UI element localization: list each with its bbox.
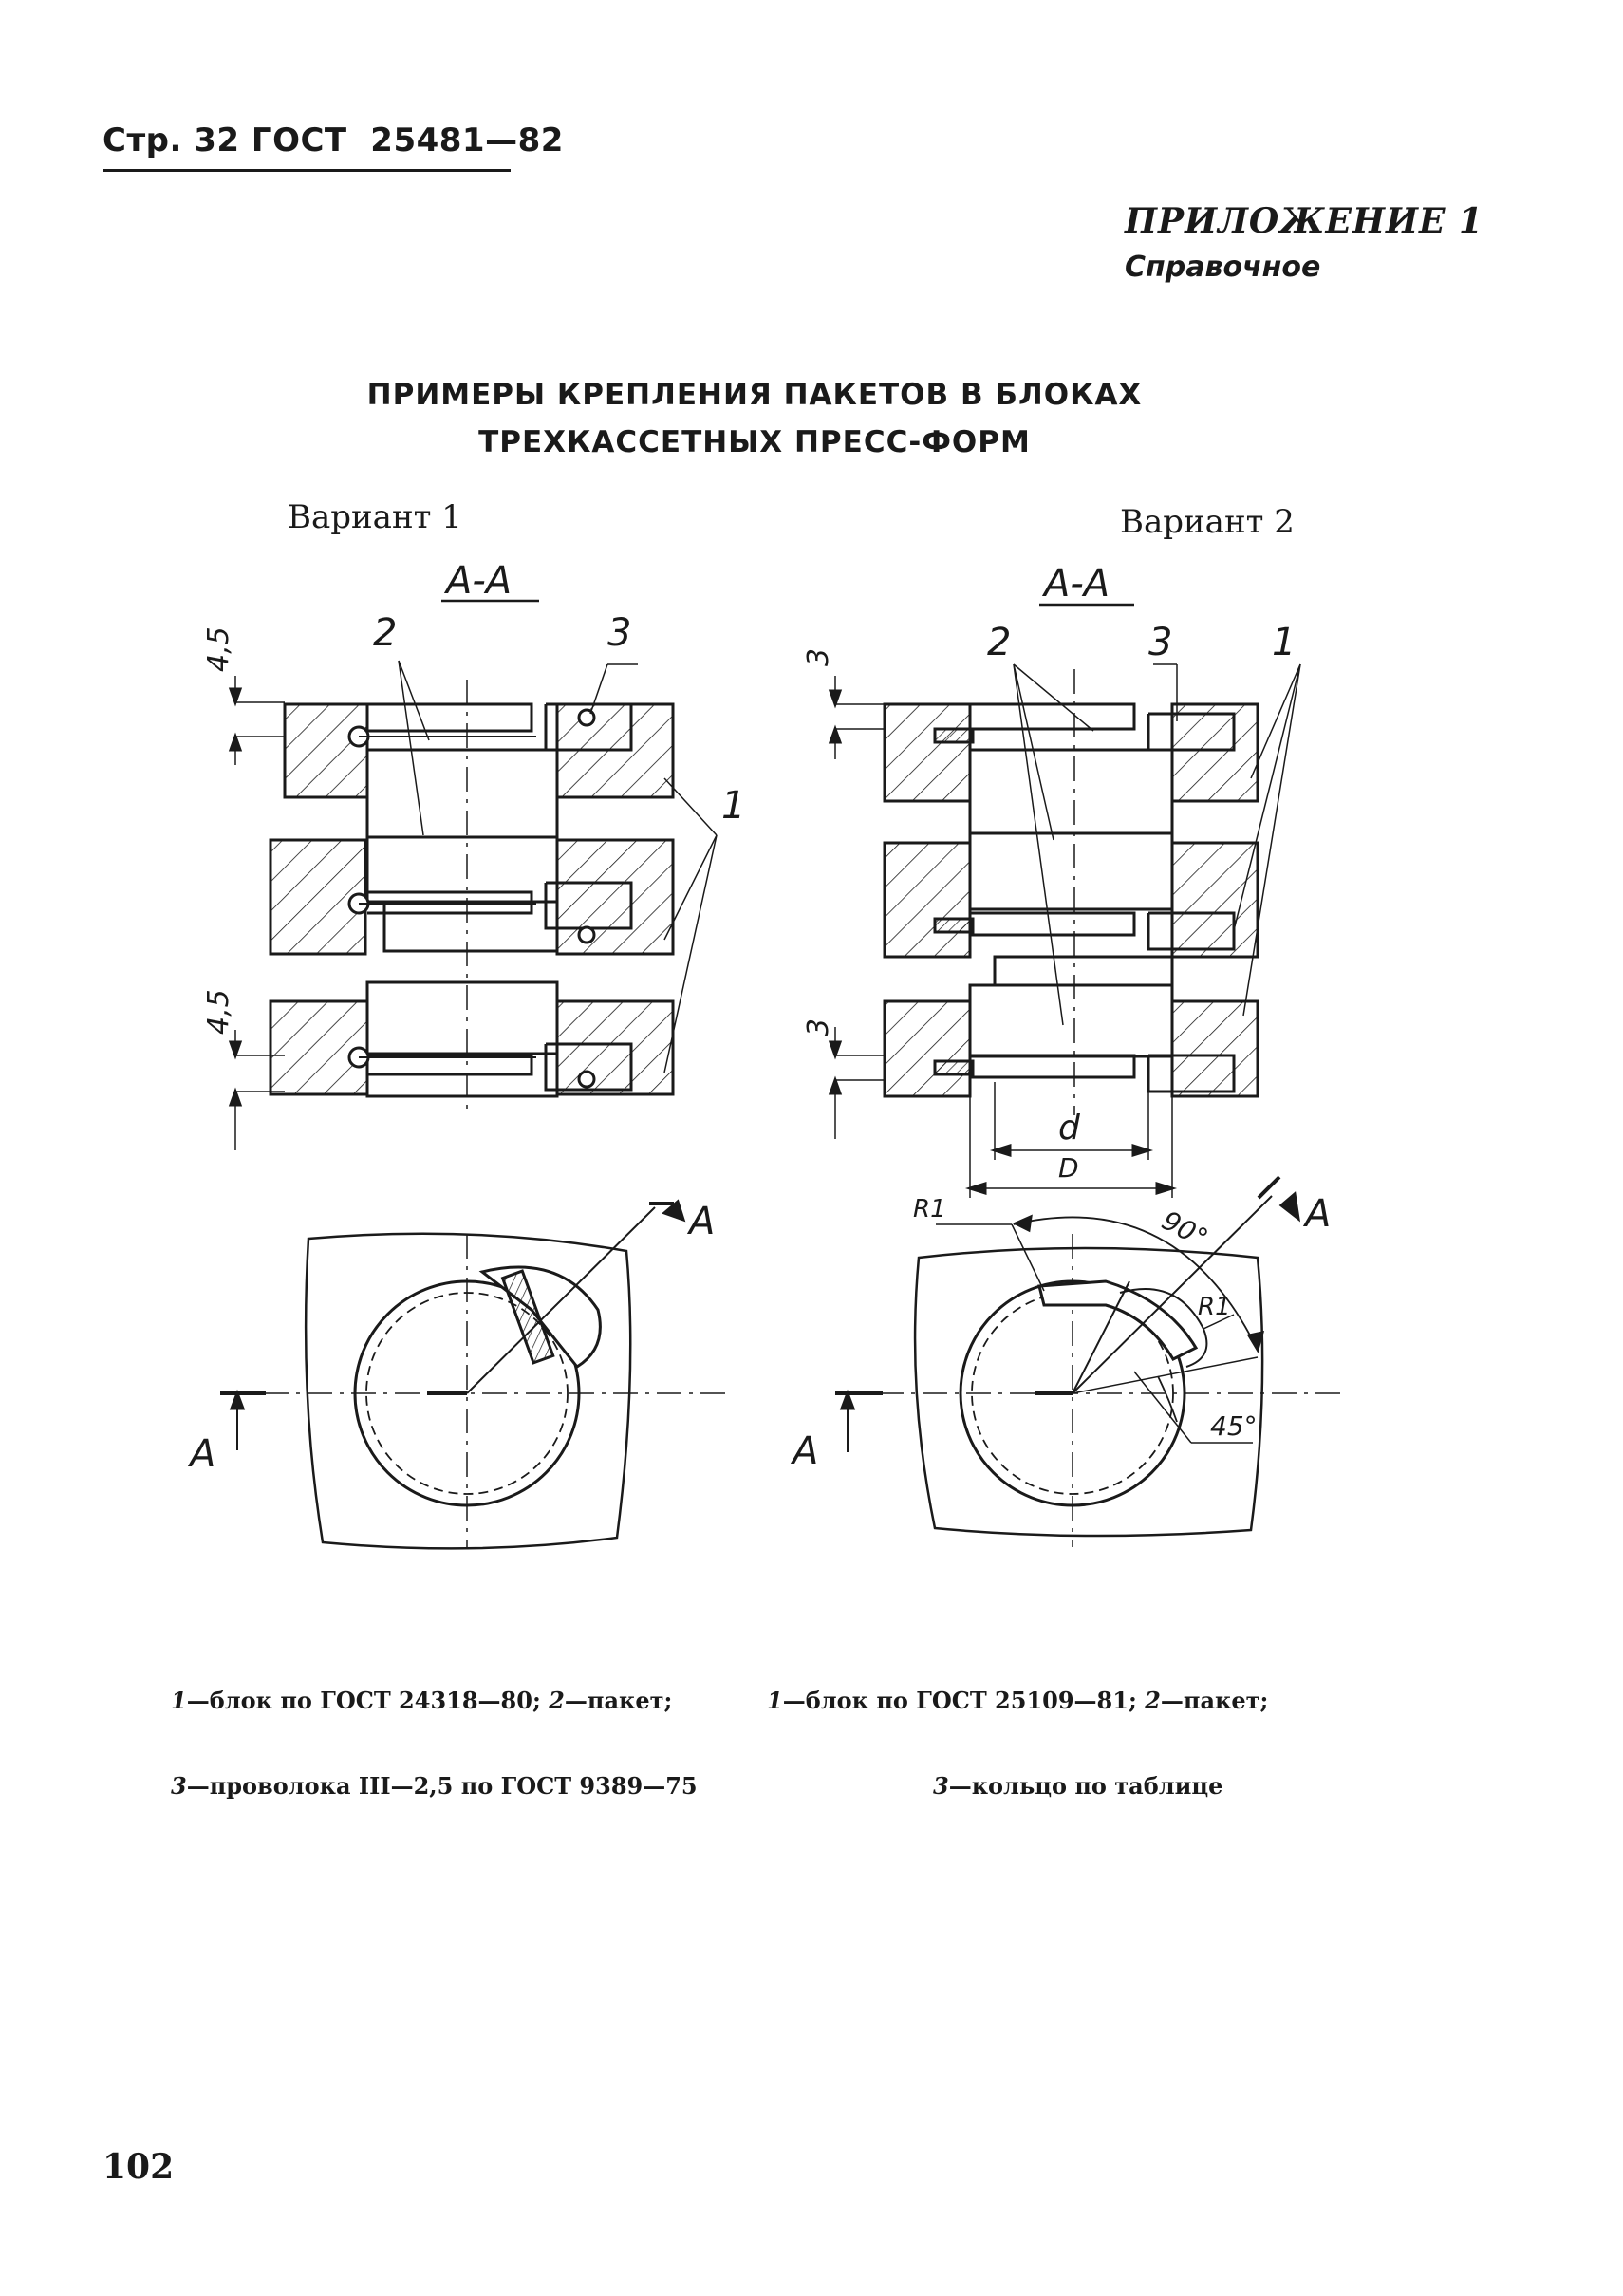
variant1-plan-view — [220, 1199, 731, 1550]
variant2-caption: 1—блок по ГОСТ 25109—81; 2—пакет; 3—коль… — [767, 1630, 1268, 1829]
variant1-callout-1: 1 — [721, 784, 745, 828]
variant2-dim-90: 90° — [1157, 1204, 1213, 1254]
variant2-label: Вариант 2 — [1120, 503, 1295, 541]
variant1-label: Вариант 1 — [288, 498, 462, 536]
appendix-title: ПРИЛОЖЕНИЕ 1 — [1125, 201, 1484, 241]
variant1-caption: 1—блок по ГОСТ 24318—80; 2—пакет; 3—пров… — [171, 1630, 698, 1829]
variant2-caption-line1: 1—блок по ГОСТ 25109—81; 2—пакет; — [767, 1687, 1269, 1714]
variant2-dim-r1-left: R1 — [913, 1195, 946, 1223]
variant2-cut-mark-left: А — [790, 1429, 818, 1473]
variant1-cut-mark-left: А — [187, 1432, 215, 1476]
variant2-callout-1: 1 — [1272, 621, 1296, 664]
variant1-section-view — [228, 599, 718, 1150]
variant2-cut-mark-right: А — [1302, 1192, 1331, 1236]
variant2-caption-line2: 3—кольцо по таблице — [933, 1772, 1223, 1800]
variant2-dim-bottom: 3 — [802, 1018, 835, 1036]
document-title-line2: ТРЕХКАССЕТНЫХ ПРЕСС-ФОРМ — [478, 425, 1031, 459]
variant1-dim-top: 4,5 — [202, 626, 235, 672]
variant1-dim-bottom: 4,5 — [202, 989, 235, 1035]
variant2-dim-r1-right: R1 — [1198, 1293, 1231, 1321]
header-rule — [103, 169, 511, 172]
variant1-callout-2: 2 — [373, 611, 397, 655]
page-number: 102 — [103, 2147, 175, 2187]
appendix-note: Справочное — [1125, 251, 1321, 284]
variant1-cut-mark-right: А — [686, 1200, 715, 1243]
variant1-caption-line1: 1—блок по ГОСТ 24318—80; 2—пакет; — [171, 1687, 673, 1714]
variant2-callout-2: 2 — [987, 621, 1011, 664]
variant2-dim-top: 3 — [802, 648, 835, 666]
variant2-plan-view — [835, 1175, 1348, 1547]
document-title-line1: ПРИМЕРЫ КРЕПЛЕНИЯ ПАКЕТОВ В БЛОКАХ — [366, 378, 1143, 412]
variant2-dim-D: D — [1058, 1152, 1079, 1184]
variant1-section-label: А-А — [443, 559, 512, 603]
variant2-section-view — [828, 603, 1301, 1198]
variant2-section-label: А-А — [1041, 562, 1110, 606]
variant2-dim-45: 45° — [1210, 1410, 1258, 1442]
variant1-callout-3: 3 — [607, 611, 631, 655]
variant1-caption-line2: 3—проволока III—2,5 по ГОСТ 9389—75 — [171, 1772, 698, 1800]
page-header: Стр. 32 ГОСТ 25481—82 — [103, 121, 564, 159]
variant2-dim-d: d — [1058, 1109, 1081, 1148]
variant2-callout-3: 3 — [1148, 621, 1172, 664]
